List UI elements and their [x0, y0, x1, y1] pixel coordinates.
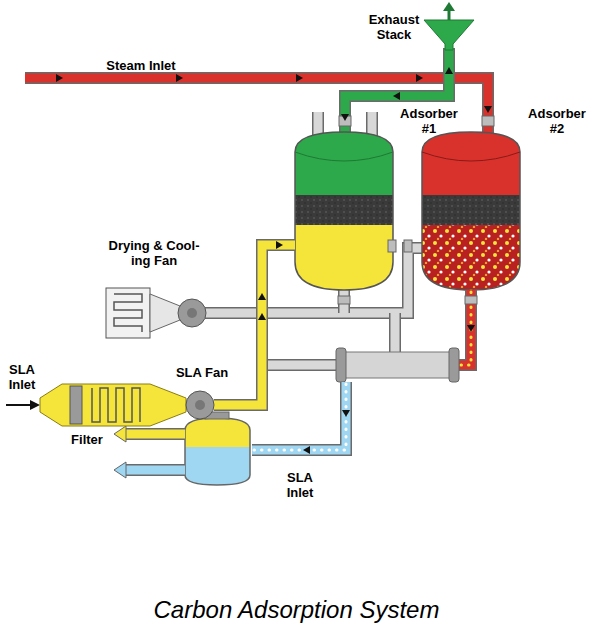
condenser [336, 348, 459, 382]
figure-caption: Carbon Adsorption System [0, 596, 593, 624]
fan-label: Drying & Cool- ing Fan [104, 238, 204, 268]
vessel-label: Adsorber #1 [398, 106, 460, 136]
valves [338, 116, 494, 304]
flow-arrows [56, 67, 492, 454]
vessel-label: Adsorber #2 [526, 106, 588, 136]
adsorber-vessel [417, 128, 527, 295]
stack-label: Exhaust Stack [366, 12, 422, 42]
vessel-seam [422, 152, 520, 161]
pipe-label: Steam Inlet [96, 58, 186, 73]
adsorber-vessel [290, 128, 400, 295]
vessel-seam [295, 152, 393, 161]
inlet-label: SLA Inlet [2, 362, 42, 392]
adsorber-outline [295, 132, 393, 290]
fan-label: SLA Fan [170, 365, 234, 380]
steam-pipe [25, 78, 488, 138]
drying-fan [106, 288, 206, 338]
grey-pipes [205, 112, 422, 365]
exhaust-pipe [345, 2, 474, 138]
filter-and-fan [6, 384, 214, 426]
inlet-label: SLA Inlet [278, 470, 322, 500]
filter-label: Filter [62, 432, 112, 447]
sla-pipe [214, 245, 295, 405]
adsorber-outline [422, 132, 520, 290]
